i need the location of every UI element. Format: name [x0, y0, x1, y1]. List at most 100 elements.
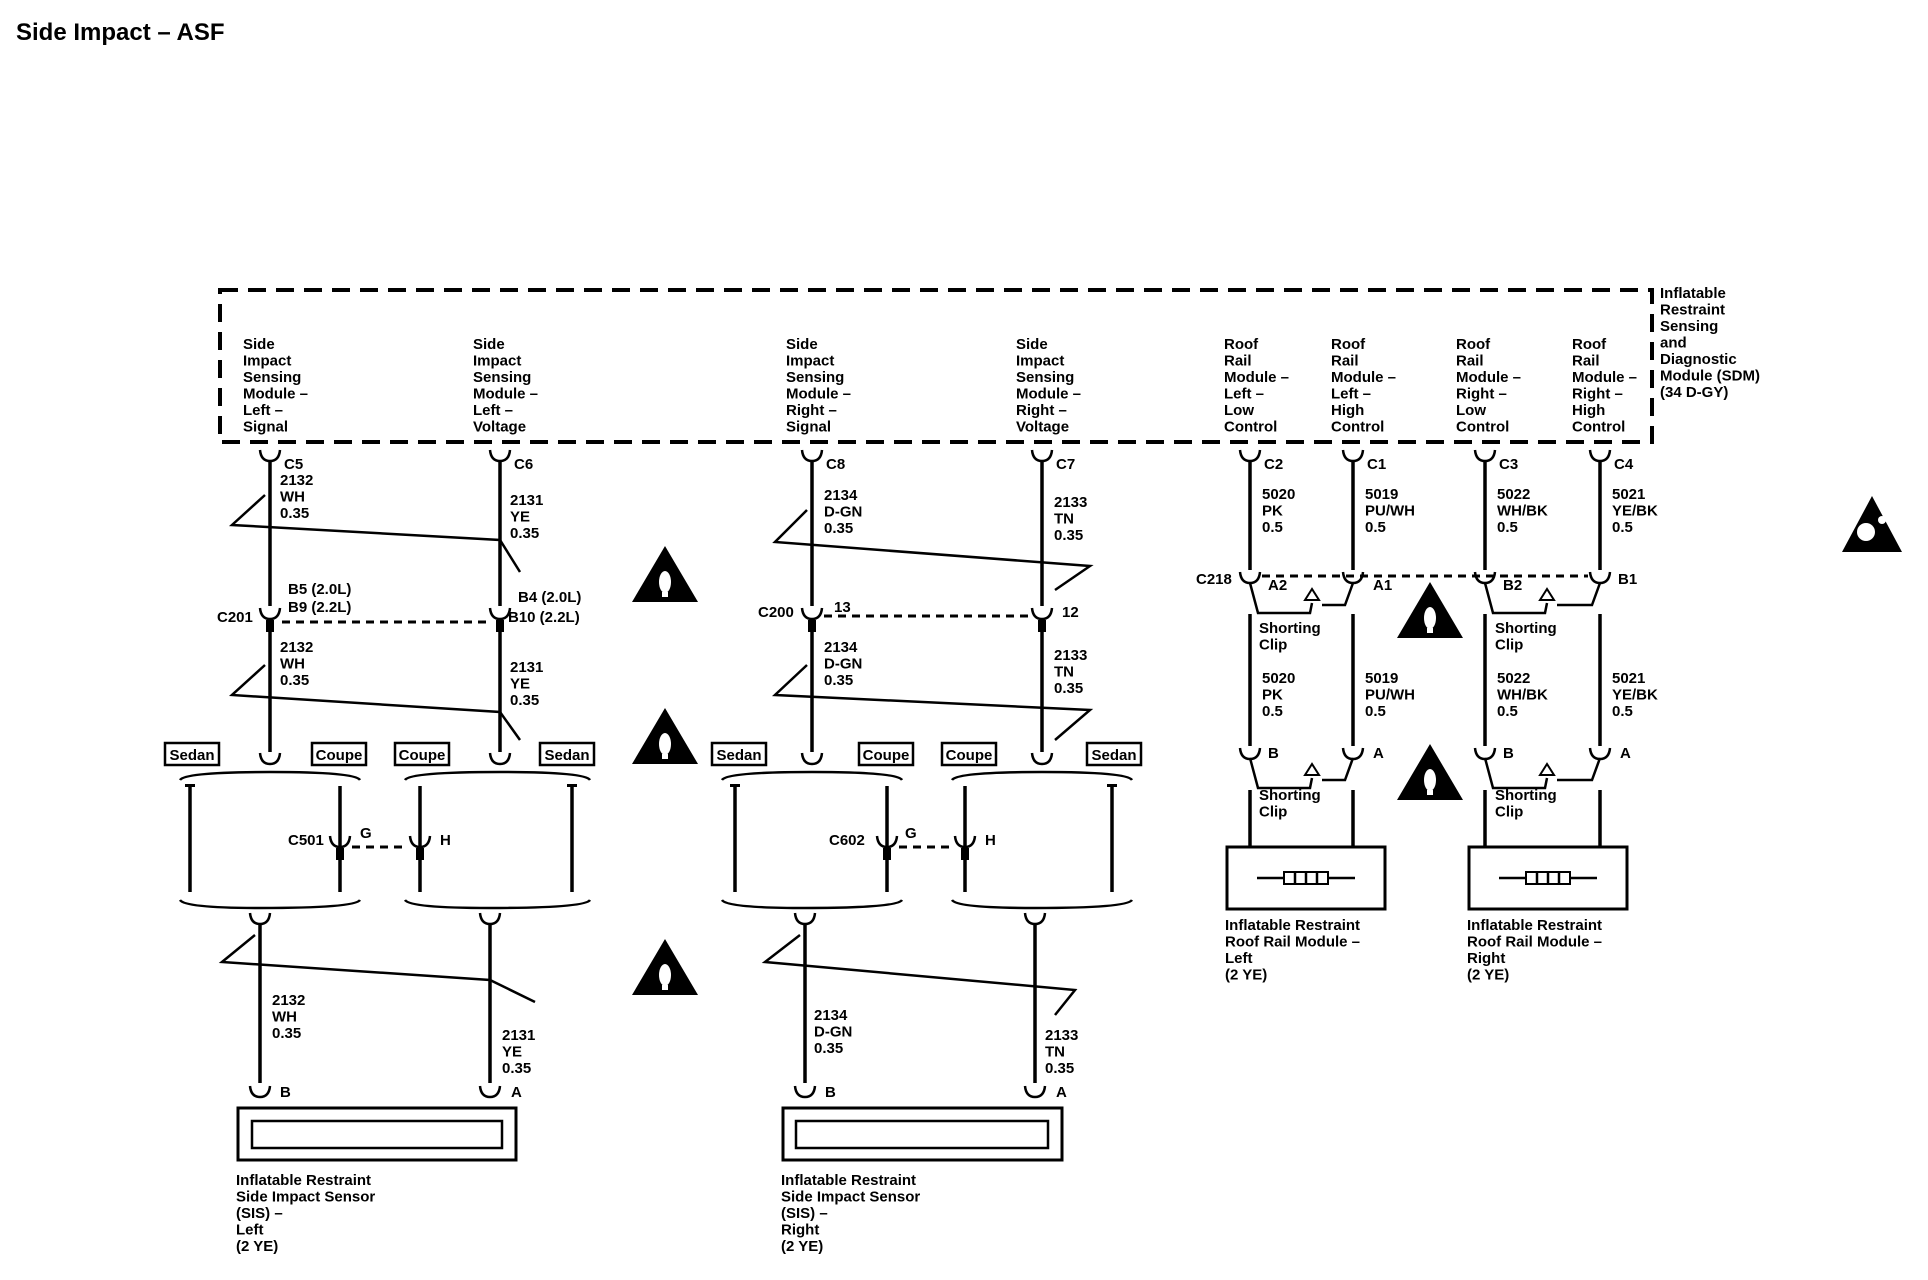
shorting-clip-label-line: Shorting: [1259, 787, 1321, 804]
sdm-pin-label-c8-line: Module –: [786, 386, 851, 403]
wire-label-c8-mid-line: 0.35: [824, 672, 853, 689]
wire-label-c4-top-line: 0.5: [1612, 519, 1633, 536]
wire-label-c8-bottom-line: D-GN: [814, 1024, 852, 1041]
sdm-pin-label-c2-line: Low: [1224, 402, 1254, 419]
twist-symbol: [228, 494, 522, 573]
sdm-pin-label-c3-line: Control: [1456, 419, 1509, 436]
c218-pin: B2: [1503, 577, 1522, 594]
wire-label-c5-top-line: 0.35: [280, 505, 309, 522]
wire-label-c2-top-line: 5020: [1262, 486, 1295, 503]
sis-left-element: [250, 1119, 504, 1150]
shorting-clip: [1248, 757, 1355, 790]
c501-h-pin: [416, 848, 424, 860]
tag-label: Sedan: [716, 747, 761, 764]
pin-id-c3: C3: [1499, 456, 1518, 473]
body-style-tag-coupe: Coupe: [310, 741, 368, 767]
sdm-pin-label-c7-line: Side: [1016, 336, 1048, 353]
sdm-pin-label-c1-line: Control: [1331, 419, 1384, 436]
sis-left-label-line: Left: [236, 1222, 264, 1239]
body-style-tag-sedan: Sedan: [538, 741, 596, 767]
tag-label: Coupe: [399, 747, 446, 764]
connector-name: C200: [758, 604, 794, 621]
pin-id-c1: C1: [1367, 456, 1386, 473]
wire-label-c8-mid-line: D-GN: [824, 656, 862, 673]
wire-label-c8-bottom-line: 0.35: [814, 1040, 843, 1057]
roof-module-terminal: [1588, 747, 1612, 761]
sdm-pin-label-c6-line: Module –: [473, 386, 538, 403]
body-style-tag-coupe: Coupe: [940, 741, 998, 767]
sdm-pin-label-c7-line: Right –: [1016, 402, 1067, 419]
wire-label-c8-mid-line: 2134: [824, 639, 858, 656]
wire-label-c6-mid-line: YE: [510, 676, 530, 693]
warning-mark: [662, 592, 668, 597]
twist-symbol: [218, 934, 536, 1004]
shorting-clip: [1483, 757, 1602, 790]
sdm-pin-label-c2-line: Control: [1224, 419, 1277, 436]
sdm-pin-label-c6-line: Left –: [473, 402, 513, 419]
sdm-module-box: [218, 288, 1654, 444]
sis-right-label-line: Inflatable Restraint: [781, 1172, 916, 1189]
sis-left-box: [236, 1106, 518, 1162]
tag-label: Sedan: [544, 747, 589, 764]
tag-box: [857, 741, 915, 767]
tag-box: [393, 741, 451, 767]
sdm-pin-label-c2-line: Roof: [1224, 336, 1259, 353]
sdm-pin-c8: [800, 449, 824, 463]
sis-right-element: [794, 1119, 1050, 1150]
shorting-clip: [1483, 582, 1602, 615]
rrm-right-label-line: Roof Rail Module –: [1467, 934, 1602, 951]
bracket: [403, 770, 592, 781]
sdm-pin-c5: [258, 449, 282, 463]
rrm-left-label-line: Roof Rail Module –: [1225, 934, 1360, 951]
roof-module-terminal: [1473, 747, 1497, 761]
sdm-pin-label-c6-line: Sensing: [473, 369, 531, 386]
bracket: [950, 770, 1134, 781]
connector-name: C201: [217, 609, 253, 626]
splice-terminal: [478, 912, 502, 926]
sdm-pin-label-c1-line: Left –: [1331, 386, 1371, 403]
sis-right-box: [781, 1106, 1064, 1162]
bracket: [720, 899, 904, 910]
wire-label-c1-mid-line: PU/WH: [1365, 687, 1415, 704]
pin-id-c7: C7: [1056, 456, 1075, 473]
warning-mark: [662, 985, 668, 990]
bracket: [178, 770, 362, 781]
splice-terminal: [258, 752, 282, 766]
sensor-pin: [1023, 1085, 1047, 1099]
stub: [567, 784, 577, 787]
warning-mark: [1424, 607, 1436, 629]
sis-left-label-line: (SIS) –: [236, 1205, 283, 1222]
warning-mark: [1427, 790, 1433, 795]
tag-label: Coupe: [316, 747, 363, 764]
warning-mark: [659, 733, 671, 755]
wire-label-c8-top-line: D-GN: [824, 504, 862, 521]
sdm-label: InflatableRestraintSensingandDiagnosticM…: [1660, 285, 1760, 401]
sdm-pin-label-c1-line: Rail: [1331, 353, 1359, 370]
body-style-tag-sedan: Sedan: [163, 741, 221, 767]
c200-right-pin: [1038, 620, 1046, 632]
shorting-clip-label-line: Clip: [1495, 637, 1523, 654]
warning-triangle-icon: [632, 708, 698, 764]
wire-label-c6-top-line: 0.35: [510, 525, 539, 542]
pin-id-c5: C5: [284, 456, 303, 473]
pin-id-c4: C4: [1614, 456, 1634, 473]
tag-box: [310, 741, 368, 767]
sdm-pin-label-c6-line: Side: [473, 336, 505, 353]
sdm-pin-label-c3-line: Right –: [1456, 386, 1507, 403]
shorting-clip-label-line: Shorting: [1495, 787, 1557, 804]
sdm-pin-label-c2-line: Left –: [1224, 386, 1264, 403]
tag-box: [1085, 741, 1143, 767]
wire-label-c5-top-line: 2132: [280, 472, 313, 489]
airbag-symbol-shape: [1842, 496, 1902, 552]
c602-h-pin: [961, 848, 969, 860]
c201-right: [488, 607, 512, 621]
wire-label-c5-bottom-line: WH: [272, 1009, 297, 1026]
sdm-pin-label-c3-line: Low: [1456, 402, 1486, 419]
bracket: [950, 899, 1134, 910]
wire-label-c1-top-line: 5019: [1365, 486, 1398, 503]
c602-h: [953, 835, 977, 849]
sdm-pin-c3: [1473, 449, 1497, 463]
pin-id-c2: C2: [1264, 456, 1283, 473]
warning-triangle-icon: [632, 939, 698, 995]
tag-label: Sedan: [169, 747, 214, 764]
